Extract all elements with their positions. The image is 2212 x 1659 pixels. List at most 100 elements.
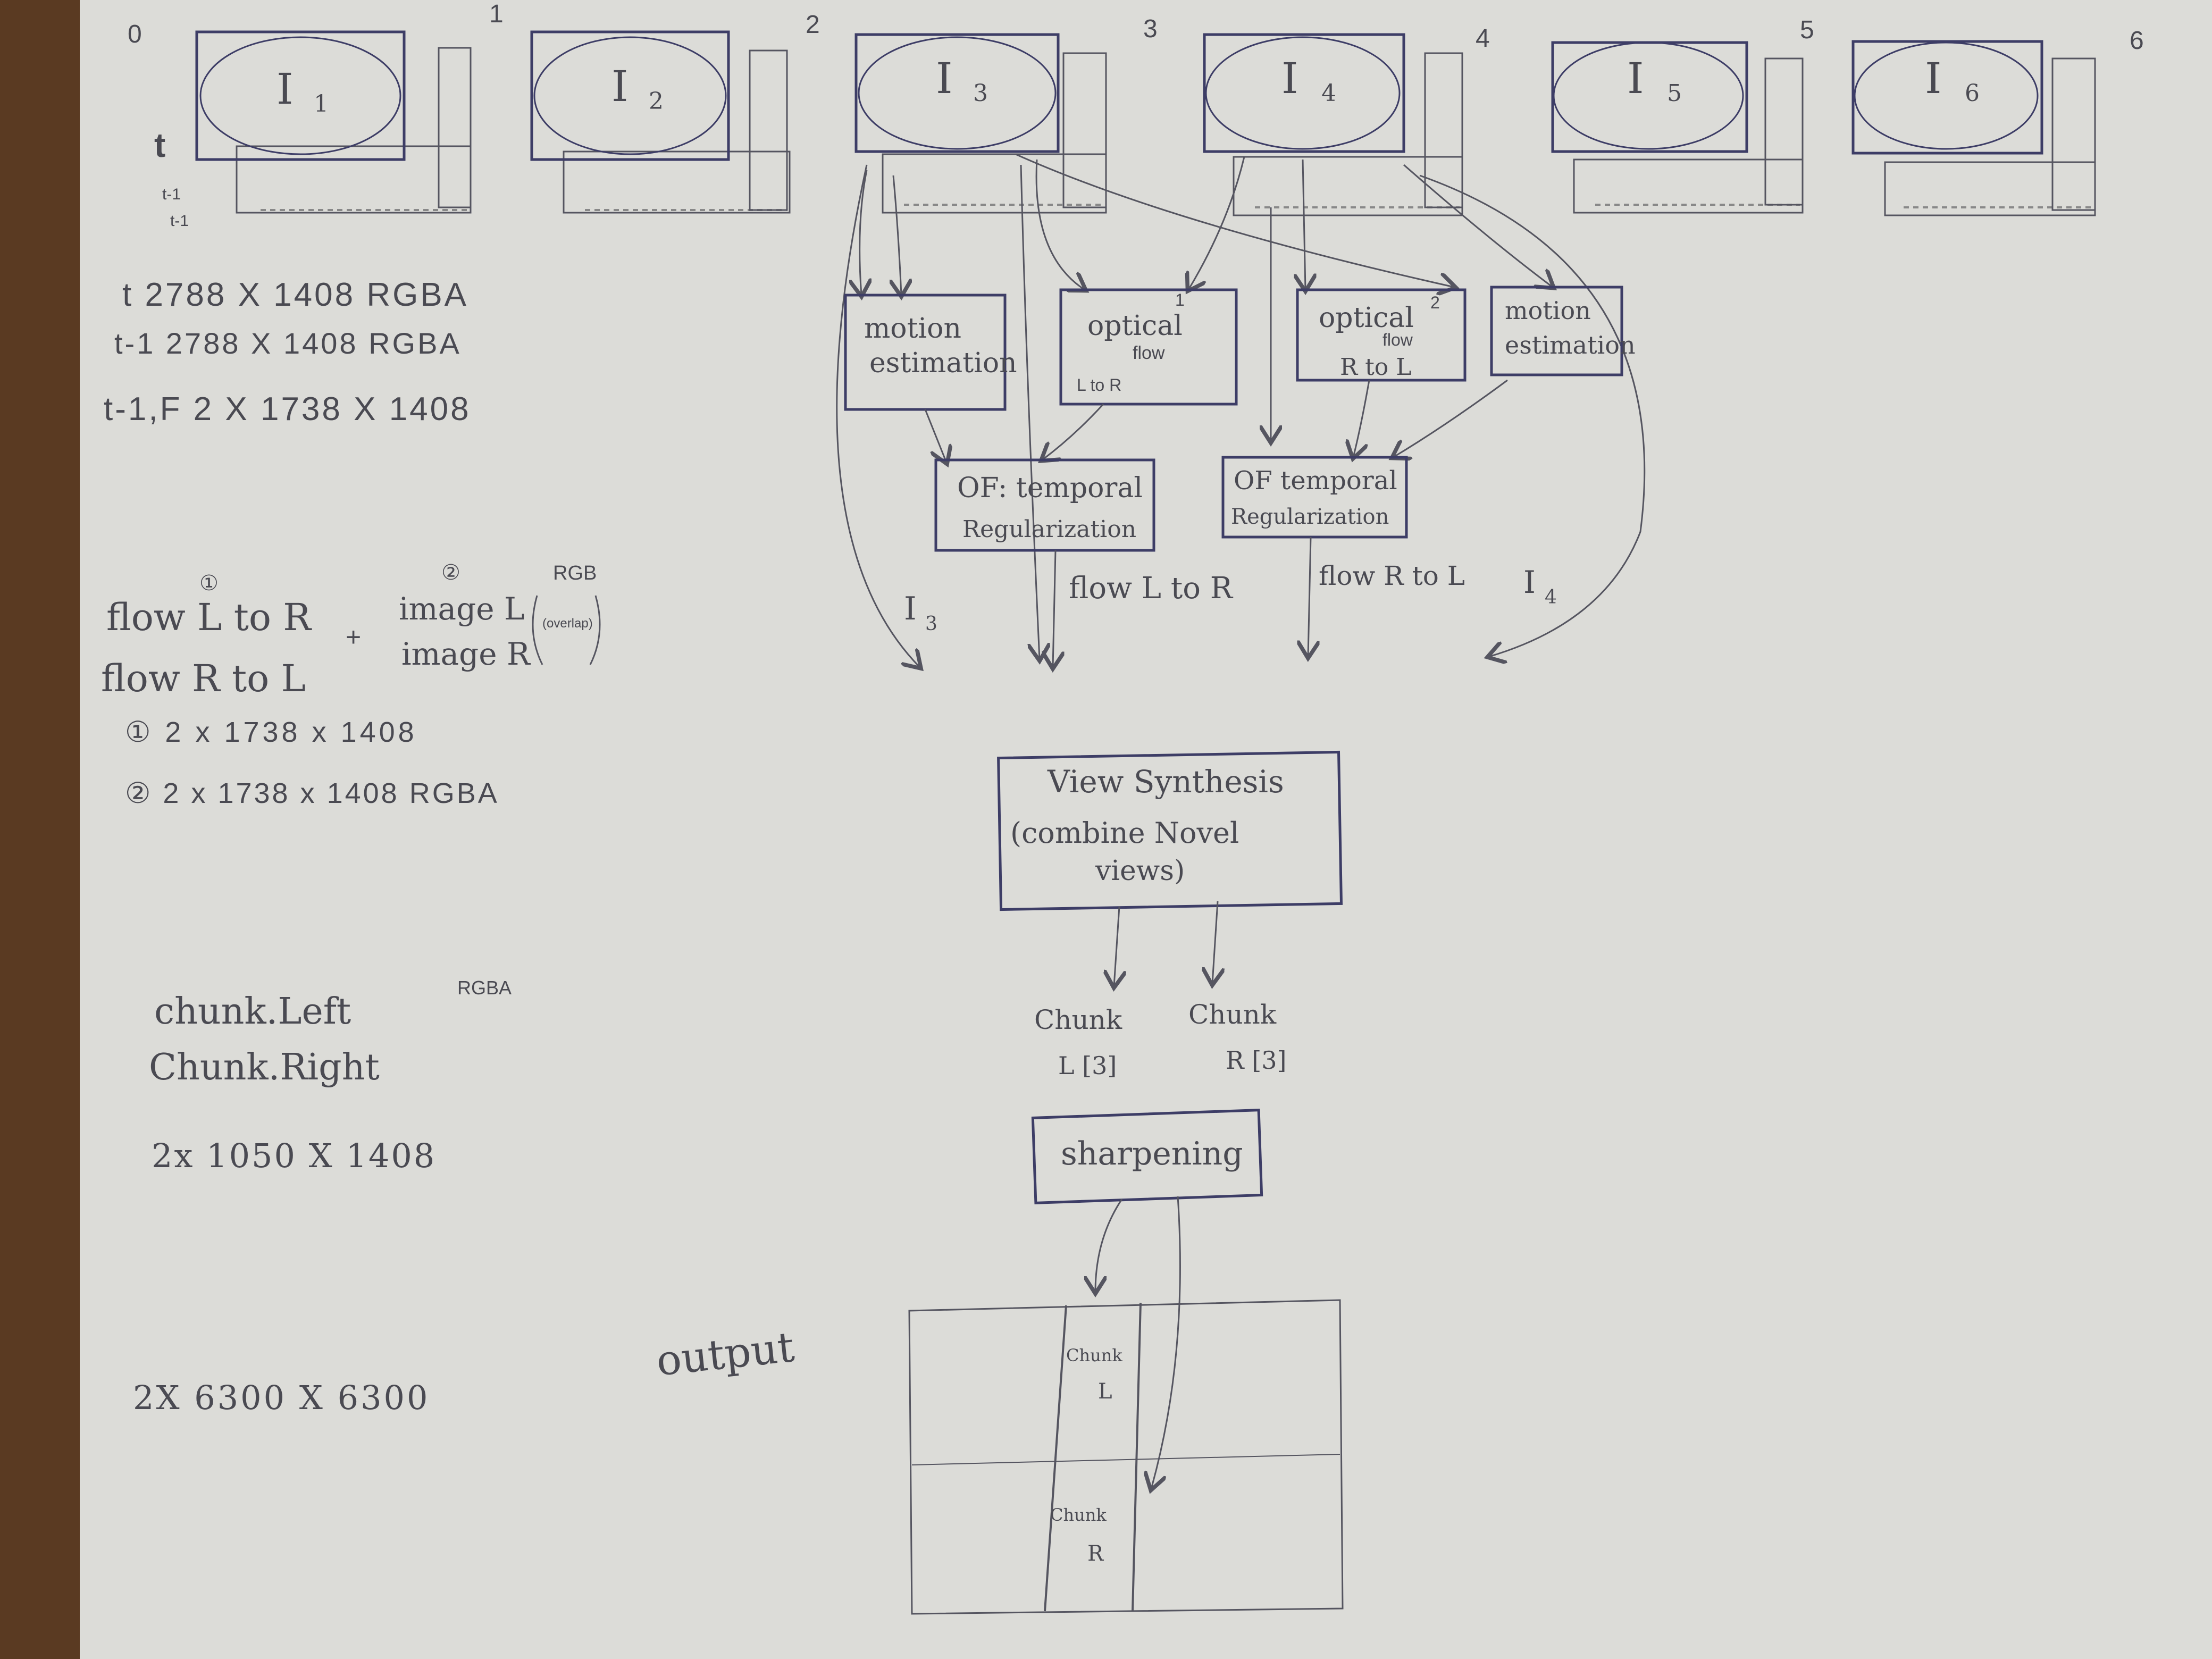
time-t-minus-1-label: t-1	[162, 186, 181, 203]
view-synthesis-output-arrows	[1114, 901, 1218, 986]
box-text: Regularization	[962, 516, 1136, 543]
flow-notes: ① ② RGB flow L to R flow R to L + image …	[101, 561, 601, 809]
box-number: 2	[1430, 293, 1440, 312]
process-box-motion-estimation-1: motion estimation	[844, 294, 1017, 411]
chunk-right-output: Chunk	[1188, 999, 1277, 1030]
circled-number: ②	[441, 561, 460, 584]
frame-subscript: 4	[1321, 80, 1336, 107]
frame-stack-5: I 5	[1551, 41, 1804, 214]
chunk-dims-note: 2x 1050 X 1408	[152, 1136, 436, 1175]
overlap-note: (overlap)	[542, 616, 593, 631]
arrow-labels: I 3 flow L to R flow R to L I 4	[904, 560, 1557, 635]
output-canvas: Chunk L Chunk R	[908, 1299, 1344, 1615]
box-text: optical	[1319, 302, 1414, 334]
frame-to-process-arrows	[836, 153, 1646, 667]
output-chunk-left-label: Chunk	[1066, 1345, 1122, 1365]
box-text: sharpening	[1061, 1135, 1243, 1172]
box-text: motion	[864, 313, 961, 345]
time-t-minus-1-label: t-1	[170, 212, 189, 230]
time-labels: t t-1 t-1	[154, 126, 189, 230]
output-dims-note: 2X 6300 X 6300	[133, 1378, 430, 1417]
arrow-label-i3: I	[904, 590, 917, 627]
box-text: views)	[1095, 855, 1185, 887]
frame-label: I	[1925, 54, 1942, 103]
box-text: OF: temporal	[957, 472, 1143, 504]
spec-line-2: t-1 2788 X 1408 RGBA	[114, 326, 462, 360]
frame-subscript: 1	[314, 90, 329, 118]
frame-label: I	[276, 64, 294, 114]
arrow-label-i4-sub: 4	[1545, 586, 1557, 608]
paper-sheet	[80, 0, 2212, 1659]
chunk-right-note: Chunk.Right	[149, 1046, 380, 1088]
frame-subscript: 2	[649, 88, 664, 115]
frame-subscript: 6	[1965, 80, 1980, 107]
box-text: flow	[1382, 330, 1413, 349]
frame-stack-3: I 3	[854, 33, 1107, 214]
frame-number: 6	[2130, 27, 2144, 55]
process-box-view-synthesis: View Synthesis (combine Novel views)	[997, 750, 1343, 911]
frame-stack-4: I 4	[1203, 33, 1463, 216]
process-box-motion-estimation-2: motion estimation	[1490, 286, 1636, 376]
frame-label: I	[611, 62, 629, 111]
box-text: flow	[1133, 343, 1165, 363]
arrow-label-flow-r-to-l: flow R to L	[1319, 560, 1465, 591]
arrow-label-flow-l-to-r: flow L to R	[1069, 571, 1234, 606]
box-text: estimation	[1505, 331, 1636, 359]
output-chunk-right-label: R	[1087, 1541, 1104, 1566]
output-chunk-left-label: L	[1098, 1379, 1112, 1404]
process-box-of-temporal-regularization-2: OF temporal Regularization	[1221, 456, 1408, 539]
chunk-outputs: Chunk L [3] Chunk R [3]	[1034, 999, 1286, 1080]
chunk-notes: chunk.Left RGBA Chunk.Right 2x 1050 X 14…	[149, 977, 512, 1175]
spec-line-1: t 2788 X 1408 RGBA	[122, 276, 468, 313]
arrow-label-i4: I	[1523, 564, 1536, 600]
arrow-label-i3-sub: 3	[925, 613, 937, 635]
frame-number-labels: 0 1 2 3 4 5 6	[128, 0, 2144, 55]
time-t-label: t	[154, 126, 165, 164]
chunk-left-output: L [3]	[1058, 1051, 1117, 1080]
process-box-of-temporal-regularization-1: OF: temporal Regularization	[934, 458, 1155, 552]
rgba-note: RGBA	[457, 977, 512, 999]
sharpening-output-arrows	[1095, 1196, 1181, 1489]
chunk-left-output: Chunk	[1034, 1004, 1122, 1035]
image-r-note: image R	[401, 636, 531, 672]
flow-l-to-r-note: flow L to R	[106, 596, 312, 639]
spec-line-3: t-1,F 2 X 1738 X 1408	[104, 391, 471, 428]
circled-number: ①	[199, 572, 219, 595]
regularization-output-arrows	[1053, 537, 1311, 667]
dim-note-1: ① 2 x 1738 x 1408	[125, 716, 417, 748]
box-text: R to L	[1340, 354, 1412, 381]
process-box-sharpening: sharpening	[1031, 1109, 1263, 1204]
process-to-regularization-arrows	[924, 379, 1508, 463]
box-text: optical	[1087, 310, 1183, 342]
frame-number: 3	[1143, 15, 1158, 43]
box-text: (combine Novel	[1010, 816, 1239, 850]
frame-label: I	[936, 54, 953, 103]
chunk-right-output: R [3]	[1226, 1046, 1286, 1075]
frame-number: 2	[806, 11, 820, 39]
frame-number: 4	[1476, 24, 1490, 53]
flow-r-to-l-note: flow R to L	[101, 657, 306, 700]
frame-number: 1	[489, 0, 504, 28]
frame-number: 5	[1800, 16, 1814, 44]
frame-subscript: 3	[973, 80, 988, 107]
frame-stack-6: I 6	[1851, 40, 2096, 216]
dim-note-2: ② 2 x 1738 x 1408 RGBA	[125, 777, 499, 809]
output-chunk-right-label: Chunk	[1050, 1505, 1107, 1525]
frame-number: 0	[128, 20, 142, 48]
box-text: View Synthesis	[1047, 764, 1284, 800]
frame-label: I	[1627, 54, 1644, 103]
frame-label: I	[1281, 54, 1298, 103]
process-box-optical-flow-l-to-r: optical 1 flow L to R	[1059, 288, 1238, 406]
image-l-note: image L	[399, 591, 525, 627]
box-text: Regularization	[1231, 505, 1389, 529]
output-label: output	[654, 1323, 797, 1386]
frame-subscript: 5	[1667, 80, 1682, 107]
box-text: estimation	[869, 347, 1017, 379]
chunk-left-note: chunk.Left	[154, 991, 351, 1033]
box-text: OF temporal	[1234, 466, 1397, 496]
process-box-optical-flow-r-to-l: optical 2 flow R to L	[1296, 288, 1467, 382]
plus-sign: +	[346, 622, 361, 652]
box-text: motion	[1505, 296, 1591, 325]
box-text: L to R	[1077, 375, 1121, 395]
